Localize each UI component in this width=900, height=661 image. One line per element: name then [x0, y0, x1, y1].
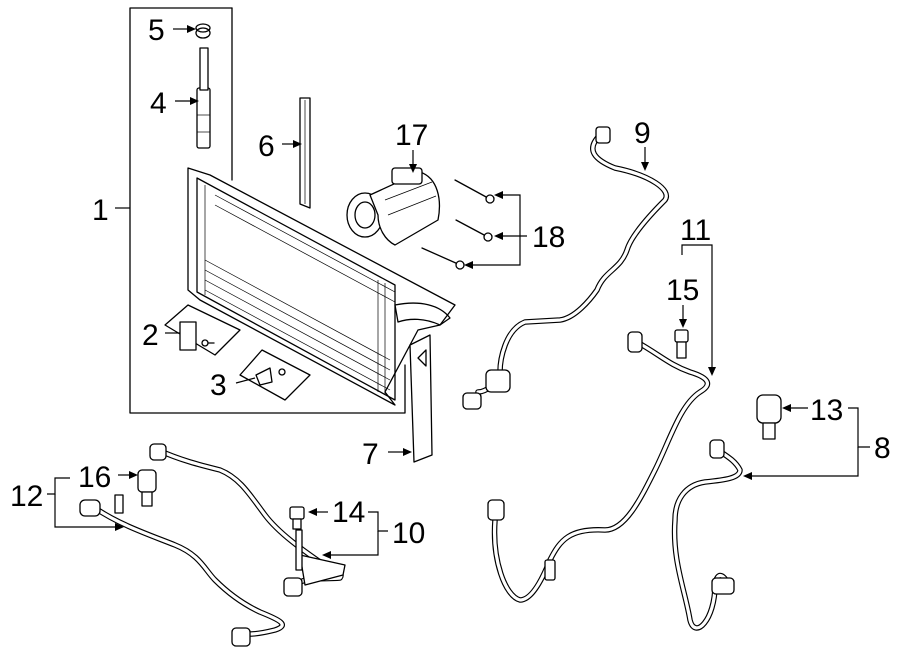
ac-hose-11 — [487, 331, 711, 603]
callout-18: 18 — [532, 221, 565, 254]
callout-3: 3 — [210, 369, 227, 402]
callout-13: 13 — [810, 394, 843, 427]
callout-11: 11 — [680, 214, 711, 247]
callout-10: 10 — [392, 517, 425, 550]
callout-6: 6 — [258, 130, 275, 163]
drier-cap — [195, 23, 211, 39]
ac-hose-9 — [462, 126, 669, 410]
pressure-switch — [756, 394, 782, 440]
callout-2: 2 — [142, 319, 159, 352]
pressure-sensor-16 — [137, 469, 157, 507]
compressor-bolts — [421, 179, 495, 270]
ac-hose-8 — [671, 439, 743, 631]
mount-bracket-kit — [164, 304, 241, 356]
condenser — [187, 167, 456, 406]
ac-hose-12 — [79, 494, 285, 647]
callout-4: 4 — [150, 87, 167, 120]
condenser-group-outline — [129, 7, 406, 414]
callout-12: 12 — [10, 480, 43, 513]
side-bracket — [409, 334, 433, 463]
ac-hose-10 — [149, 443, 346, 597]
callout-1: 1 — [92, 194, 109, 227]
callout-5: 5 — [148, 14, 165, 47]
seal-strip — [299, 97, 311, 209]
charge-valve — [674, 329, 689, 359]
callout-14: 14 — [332, 496, 365, 529]
callout-8: 8 — [874, 432, 891, 465]
callout-16: 16 — [78, 461, 111, 494]
receiver-drier — [196, 47, 211, 149]
callout-9: 9 — [634, 117, 651, 150]
valve-core-14 — [289, 506, 305, 530]
leader-lines — [47, 25, 870, 559]
callout-7: 7 — [362, 438, 379, 471]
callout-17: 17 — [395, 119, 428, 152]
mount-clip-kit — [239, 349, 311, 401]
callout-15: 15 — [666, 274, 699, 307]
compressor — [346, 167, 441, 246]
callout-labels: 1 2 3 4 5 6 7 8 9 10 11 12 13 14 15 16 1… — [10, 14, 891, 550]
